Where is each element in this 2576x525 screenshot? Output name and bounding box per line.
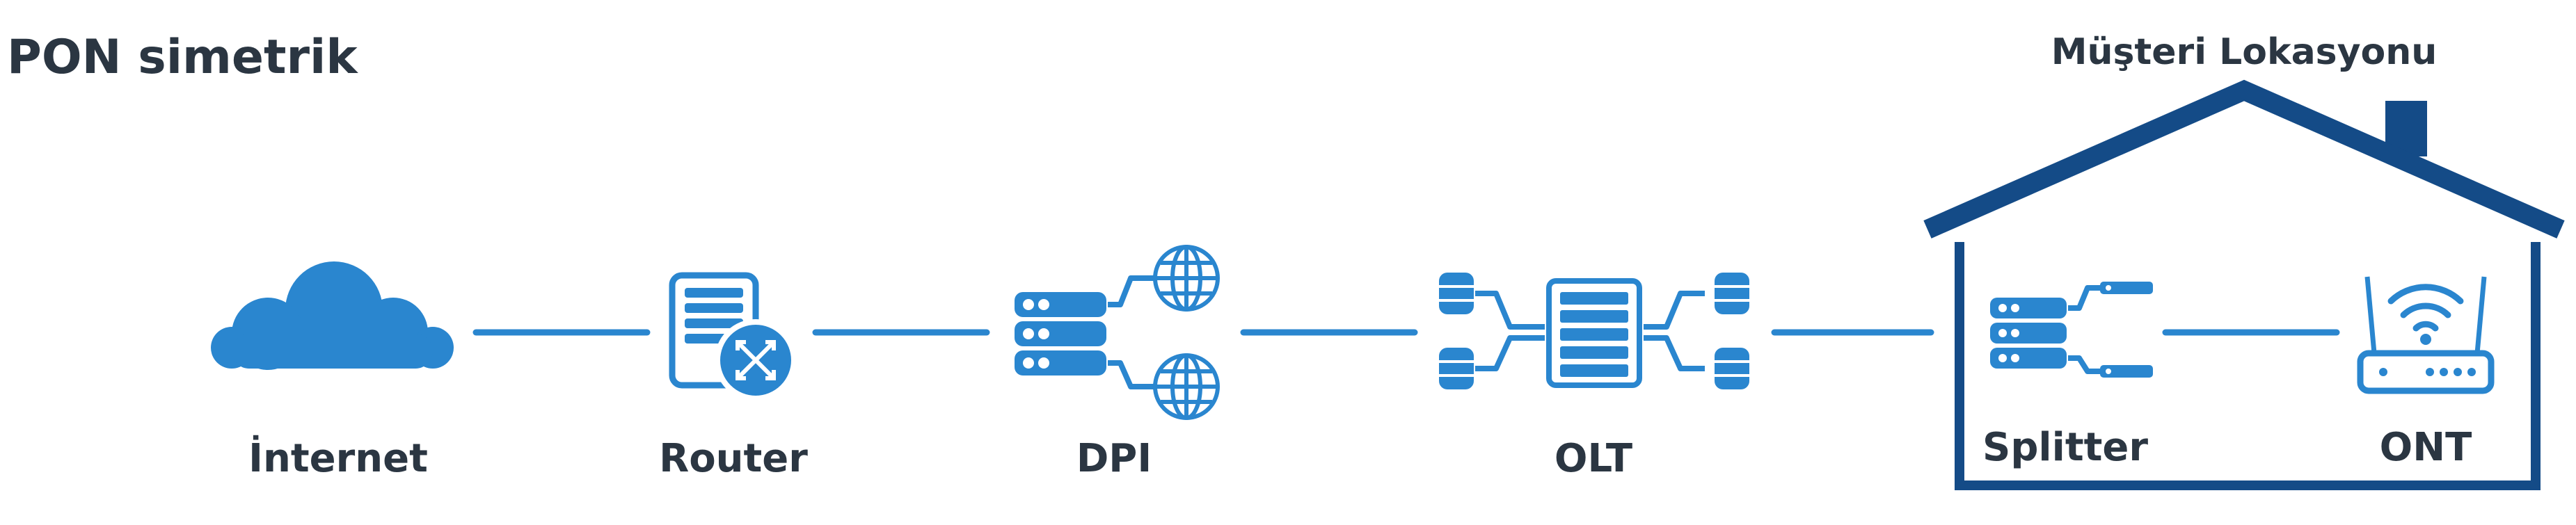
page-title: PON simetrik — [7, 30, 358, 85]
ont-wifi-router-icon — [2357, 276, 2495, 394]
splitter-icon — [1990, 282, 2153, 378]
database-icon — [1439, 348, 1474, 389]
globe-icon — [1153, 245, 1220, 312]
cloud-icon — [211, 261, 454, 370]
globe-icon — [1153, 353, 1220, 420]
label-olt: OLT — [1555, 436, 1632, 481]
database-icon — [1439, 273, 1474, 314]
dpi-server-icon — [1015, 245, 1220, 420]
router-icon — [669, 272, 797, 401]
wifi-icon — [2387, 284, 2464, 332]
customer-house: Müşteri Lokasyonu — [1923, 31, 2565, 490]
database-icon — [1715, 348, 1749, 389]
node-labels: İnternet Router DPI OLT Splitter ONT — [248, 425, 2472, 481]
label-router: Router — [659, 436, 808, 481]
label-splitter: Splitter — [1982, 425, 2148, 470]
label-ont: ONT — [2380, 425, 2472, 470]
label-internet: İnternet — [248, 436, 428, 481]
olt-icon — [1439, 273, 1749, 389]
customer-location-title: Müşteri Lokasyonu — [2051, 31, 2438, 73]
label-dpi: DPI — [1076, 436, 1152, 481]
database-icon — [1715, 273, 1749, 314]
